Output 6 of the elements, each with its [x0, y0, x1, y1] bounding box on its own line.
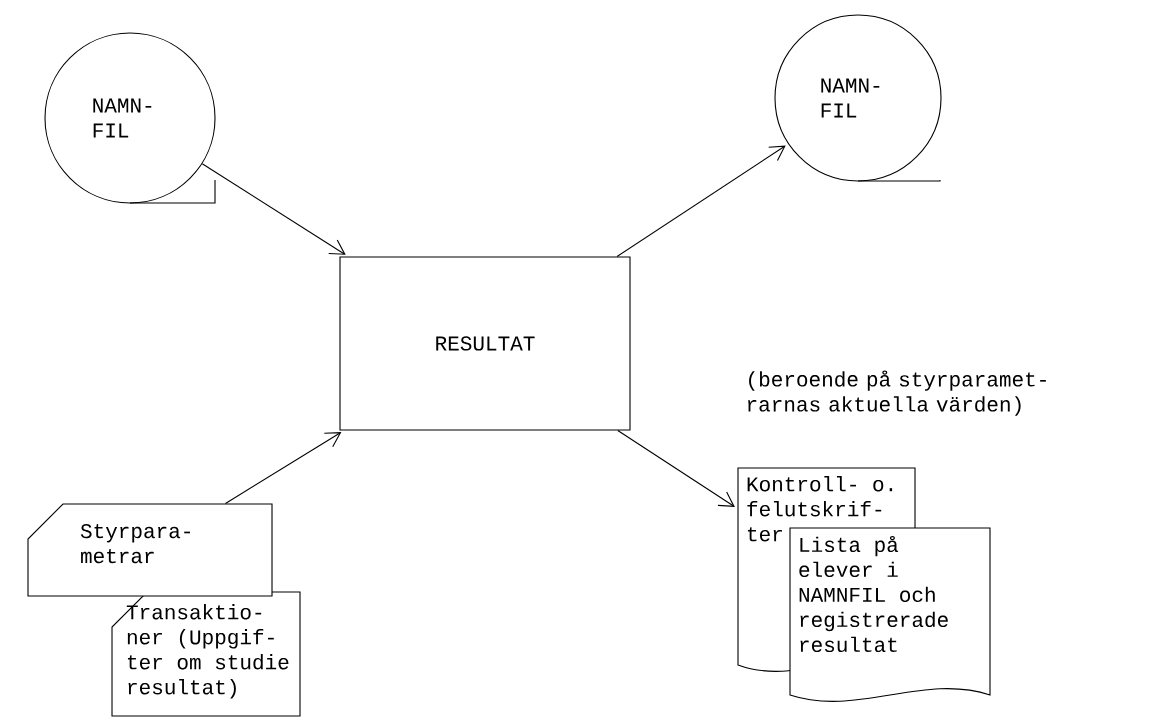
note-text: (beroende på styrparamet- rarnas aktuella värden) — [748, 370, 1046, 416]
arrow — [616, 145, 786, 257]
process-box: RESULTAT — [339, 256, 631, 431]
arrow — [201, 163, 346, 255]
arrow — [617, 430, 735, 507]
arrow — [224, 432, 342, 504]
